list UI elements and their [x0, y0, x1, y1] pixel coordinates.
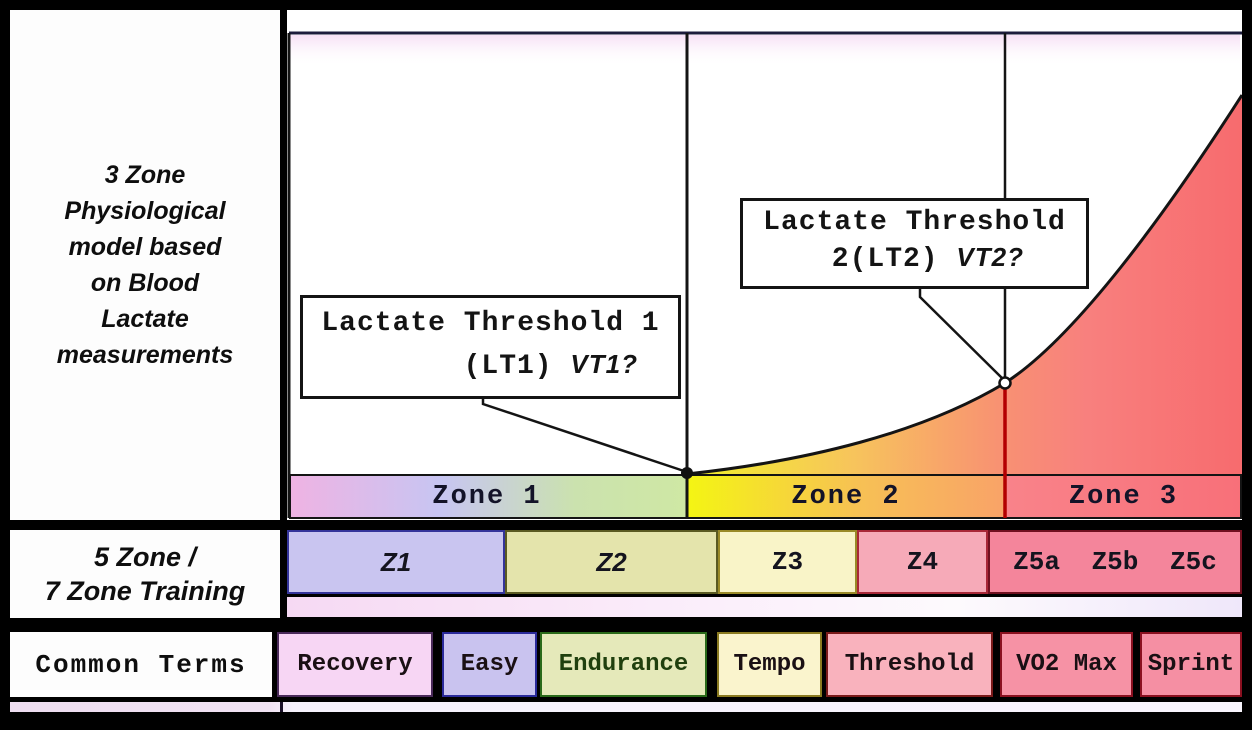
lt1-callout-vt-label: VT1? [570, 349, 638, 379]
zone-cell-z1: Z1 [287, 530, 505, 594]
lt2-marker-circle [998, 376, 1012, 390]
physiological-model-label: 3 Zone Physiological model based on Bloo… [56, 161, 234, 369]
bottom-strip-divider [280, 702, 283, 712]
physiological-model-label-cell: 3 Zone Physiological model based on Bloo… [10, 10, 280, 520]
lactate-curve-graphic [287, 31, 1242, 519]
lt1-callout-label: (LT1) [463, 351, 553, 382]
row2-gradient-strip [287, 597, 1242, 617]
zone3-band [1004, 474, 1242, 519]
zone1-band-label: Zone 1 [432, 482, 542, 512]
lactate-curve-chart: Zone 1 Zone 2 Zone 3 Lactate Threshold 1… [287, 10, 1242, 520]
common-terms-label-cell: Common Terms [10, 632, 272, 697]
term-cell-endurance: Endurance [540, 632, 707, 697]
curve-fill-area [687, 95, 1242, 475]
zone-cell-z5: Z5a Z5b Z5c [988, 530, 1242, 594]
zone1-band [289, 474, 688, 519]
lt1-callout-line1: Lactate Threshold 1 [321, 308, 660, 339]
lt2-callout-vt-label: VT2? [956, 242, 1024, 272]
lt2-callout-box: Lactate Threshold 2(LT2) VT2? [740, 198, 1089, 289]
lt1-callout-line2: (LT1) VT1? [303, 344, 678, 387]
top-tint [289, 35, 1240, 67]
zone-cell-z4: Z4 [857, 530, 988, 594]
term-cell-easy: Easy [442, 632, 537, 697]
term-cell-sprint: Sprint [1140, 632, 1242, 697]
lt1-leader-line [481, 390, 688, 474]
bottom-gradient-strip [10, 702, 1242, 712]
term-cell-recovery: Recovery [277, 632, 433, 697]
zone2-band-label: Zone 2 [791, 482, 901, 512]
lt1-marker-dot [681, 467, 693, 479]
lt2-leader-line [918, 282, 1006, 382]
term-cell-tempo: Tempo [717, 632, 822, 697]
lt2-callout-label: 2(LT2) [831, 244, 939, 275]
zone-cell-z3: Z3 [718, 530, 857, 594]
lt2-callout-line2: 2(LT2) VT2? [743, 240, 1086, 277]
training-zones-label: 5 Zone / 7 Zone Training [44, 542, 246, 606]
term-cell-threshold: Threshold [826, 632, 993, 697]
zone-cell-z2: Z2 [505, 530, 718, 594]
training-zones-label-cell: 5 Zone / 7 Zone Training [10, 530, 280, 618]
zone3-band-label: Zone 3 [1068, 482, 1179, 512]
lt1-callout-box: Lactate Threshold 1 (LT1) VT1? [300, 295, 681, 399]
lt2-callout-line1: Lactate Threshold [763, 207, 1066, 238]
term-cell-vo2max: VO2 Max [1000, 632, 1133, 697]
